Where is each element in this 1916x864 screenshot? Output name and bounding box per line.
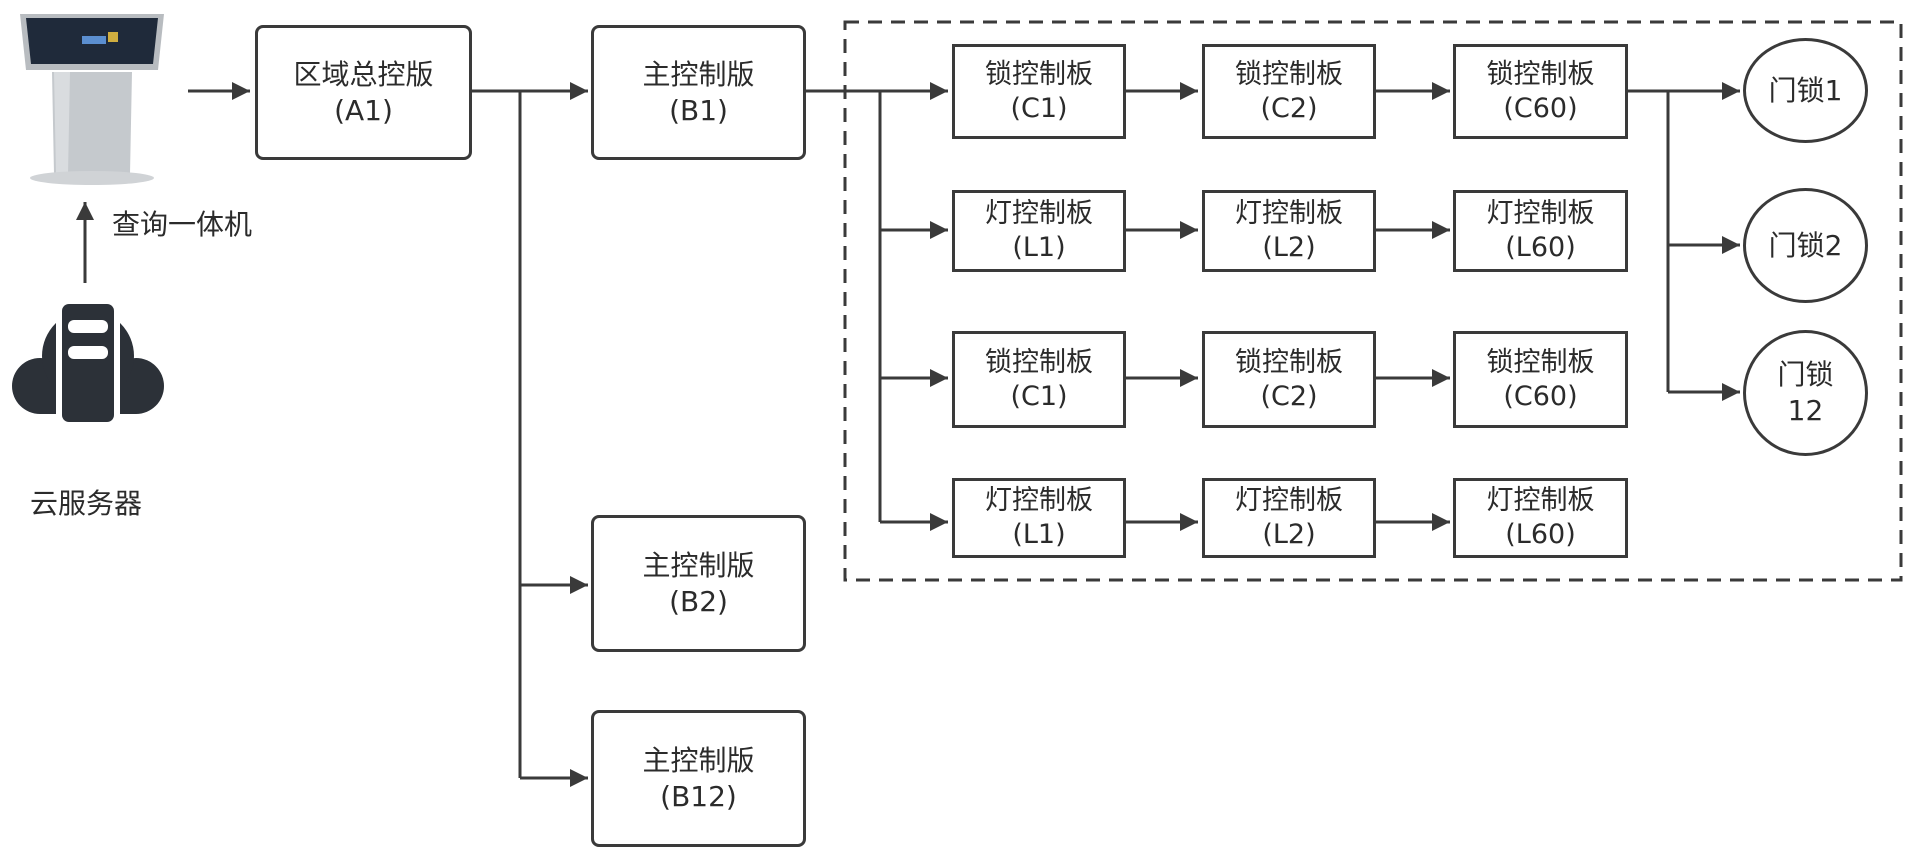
- board-title: 锁控制板: [985, 58, 1093, 90]
- board-title: 锁控制板: [1235, 346, 1343, 378]
- main-board-title: 主控制版: [642, 57, 755, 91]
- lock-board-c1[interactable]: 锁控制板 (C1): [952, 331, 1126, 428]
- board-id: (L60): [1505, 232, 1576, 263]
- board-id: (C2): [1260, 92, 1318, 124]
- lock-board-c60[interactable]: 锁控制板 (C60): [1453, 331, 1628, 428]
- board-id: (C60): [1503, 92, 1578, 124]
- board-id: (L1): [1012, 519, 1066, 550]
- door-lock-label: 门锁: [1777, 358, 1834, 391]
- board-title: 灯控制板: [985, 485, 1093, 516]
- door-lock-12[interactable]: 门锁 12: [1743, 330, 1868, 456]
- board-id: (C1): [1010, 380, 1068, 412]
- board-title: 灯控制板: [1235, 198, 1343, 229]
- board-id: (C60): [1503, 380, 1578, 412]
- cloud-server-icon: [10, 286, 166, 438]
- light-board-l60[interactable]: 灯控制板 (L60): [1453, 190, 1628, 272]
- board-title: 锁控制板: [1486, 346, 1595, 378]
- board-title: 锁控制板: [1235, 58, 1343, 90]
- board-title: 灯控制板: [1486, 198, 1595, 229]
- main-board-b12[interactable]: 主控制版 (B12): [591, 710, 806, 847]
- board-id: (L2): [1262, 519, 1316, 550]
- board-title: 锁控制板: [985, 346, 1093, 378]
- main-board-id: (B1): [669, 93, 728, 127]
- main-board-id: (B12): [660, 779, 737, 813]
- board-title: 灯控制板: [985, 198, 1093, 229]
- main-board-title: 主控制版: [642, 743, 755, 777]
- board-id: (C2): [1260, 380, 1318, 412]
- query-kiosk-icon: [12, 6, 168, 186]
- main-board-b2[interactable]: 主控制版 (B2): [591, 515, 806, 652]
- board-title: 灯控制板: [1235, 485, 1343, 516]
- board-title: 灯控制板: [1486, 485, 1595, 516]
- query-kiosk-label: 查询一体机: [112, 208, 253, 241]
- board-title: 锁控制板: [1486, 58, 1595, 90]
- light-board-l2[interactable]: 灯控制板 (L2): [1202, 190, 1376, 272]
- main-board-title: 主控制版: [642, 548, 755, 582]
- board-id: (L1): [1012, 232, 1066, 263]
- light-board-l60[interactable]: 灯控制板 (L60): [1453, 478, 1628, 558]
- board-id: (L60): [1505, 519, 1576, 550]
- door-lock-number: 12: [1787, 394, 1824, 427]
- door-lock-1[interactable]: 门锁1: [1743, 38, 1868, 143]
- light-board-l2[interactable]: 灯控制板 (L2): [1202, 478, 1376, 558]
- light-board-l1[interactable]: 灯控制板 (L1): [952, 478, 1126, 558]
- board-group-boundary: [843, 20, 1903, 582]
- lock-board-c2[interactable]: 锁控制板 (C2): [1202, 44, 1376, 139]
- cloud-server-label: 云服务器: [30, 487, 143, 520]
- area-master-board-title: 区域总控版: [293, 57, 434, 91]
- door-lock-2[interactable]: 门锁2: [1743, 188, 1868, 303]
- door-lock-label: 门锁1: [1768, 73, 1843, 107]
- board-id: (C1): [1010, 92, 1068, 124]
- door-lock-label: 门锁2: [1768, 228, 1843, 262]
- lock-board-c2[interactable]: 锁控制板 (C2): [1202, 331, 1376, 428]
- lock-board-c60[interactable]: 锁控制板 (C60): [1453, 44, 1628, 139]
- board-id: (L2): [1262, 232, 1316, 263]
- main-board-b1[interactable]: 主控制版 (B1): [591, 25, 806, 160]
- area-master-board[interactable]: 区域总控版 (A1): [255, 25, 472, 160]
- area-master-board-id: (A1): [334, 93, 393, 127]
- light-board-l1[interactable]: 灯控制板 (L1): [952, 190, 1126, 272]
- main-board-id: (B2): [669, 584, 728, 618]
- lock-board-c1[interactable]: 锁控制板 (C1): [952, 44, 1126, 139]
